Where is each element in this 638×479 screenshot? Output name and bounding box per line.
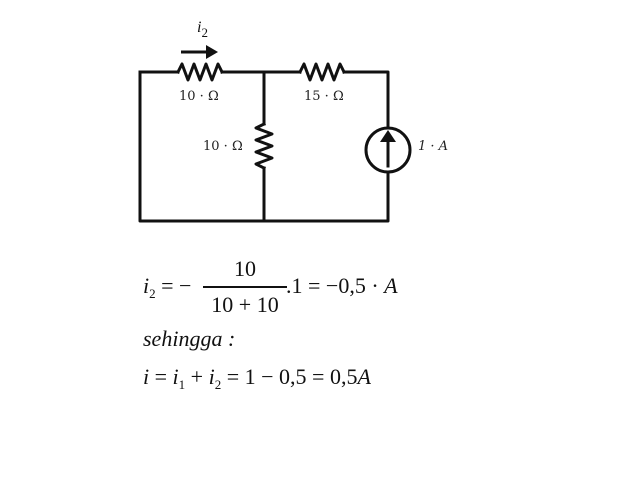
resistor-middle-label: 10 · Ω (203, 139, 243, 154)
eq1-unit: A (384, 273, 398, 298)
eq1-var: i (143, 273, 150, 298)
wire-top-right (342, 70, 390, 130)
resistor-middle (254, 121, 274, 171)
current-label: i2 (197, 19, 208, 41)
eq3-i1: i (172, 364, 179, 389)
equation-1-denominator: 10 + 10 (211, 292, 279, 317)
resistor-top-right (297, 62, 347, 82)
current-source-label: 1 · A (418, 139, 449, 154)
equation-2: sehingga : (143, 326, 236, 351)
current-label-var: i (197, 19, 202, 36)
eq3-i: i (143, 364, 150, 389)
eq1-sub: 2 (149, 286, 156, 301)
eq3-eq: = (149, 364, 173, 389)
eq1-rhs: .1 = −0,5 · (286, 273, 385, 298)
eq3-rhs: = 1 − 0,5 = 0,5 (221, 364, 358, 389)
resistor-top-right-label: 15 · Ω (304, 89, 344, 104)
resistor-top-left-label: 10 · Ω (179, 89, 219, 104)
eq3-unit: A (357, 364, 371, 389)
equation-1-lhs: i2 = − (143, 273, 191, 302)
equation-1-numerator: 10 (234, 256, 256, 281)
current-source (364, 126, 412, 174)
equation-1-fraction-bar (203, 286, 287, 288)
equation-1-rhs: .1 = −0,5 · A (286, 273, 398, 299)
eq3-i2-sub: 2 (214, 377, 222, 392)
eq1-eq-minus: = − (155, 273, 192, 298)
current-source-arrowhead (380, 130, 396, 142)
equation-3: i = i1 + i2 = 1 − 0,5 = 0,5A (143, 364, 371, 393)
eq3-i1-sub: 1 (178, 377, 186, 392)
eq3-plus: + (185, 364, 209, 389)
current-label-sub: 2 (201, 25, 208, 40)
current-arrowhead (206, 45, 218, 59)
resistor-top-left (175, 62, 225, 82)
eq3-i2: i (208, 364, 215, 389)
circuit-diagram (138, 45, 412, 223)
